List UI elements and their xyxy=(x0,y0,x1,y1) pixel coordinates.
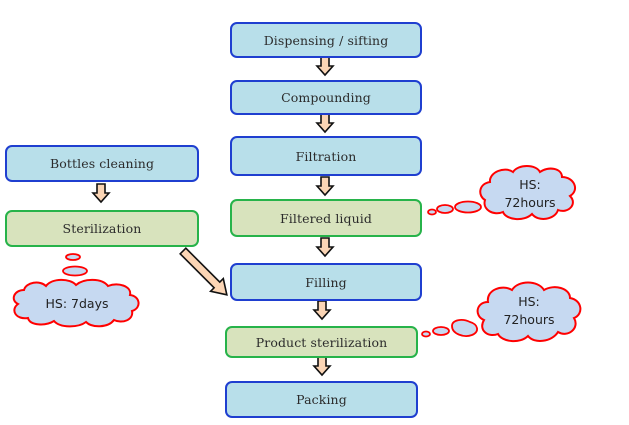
arrow-compounding-to-filtration xyxy=(316,113,334,133)
arrow-filling-to-product-sterilization xyxy=(313,300,331,320)
step-label: Filtered liquid xyxy=(280,210,372,226)
step-label: Bottles cleaning xyxy=(49,156,155,171)
callout-cloud-sterilization xyxy=(12,253,140,328)
arrow-bottles-cleaning-to-sterilization xyxy=(92,183,110,203)
callout-line: HS: xyxy=(519,177,541,192)
step-packing: Packing xyxy=(225,381,418,418)
step-filtration: Filtration xyxy=(230,136,422,176)
arrow-filtration-to-filtered-liquid xyxy=(316,176,334,196)
step-bottles-cleaning: Bottles cleaning xyxy=(5,145,199,182)
callout-cloud-product-sterilization xyxy=(421,281,582,342)
step-label: Dispensing / sifting xyxy=(263,32,389,48)
step-label: Filtration xyxy=(295,148,357,164)
step-label: Compounding xyxy=(281,90,371,105)
callout-cloud-filtered-liquid xyxy=(427,165,577,220)
callout-line: 72hours xyxy=(503,312,555,327)
arrow-dispensing-to-compounding xyxy=(316,56,334,76)
step-label: Sterilization xyxy=(62,221,142,236)
callout-line: HS: xyxy=(518,294,540,309)
step-label: Packing xyxy=(296,392,347,407)
step-filtered-liquid: Filtered liquid xyxy=(230,199,422,237)
step-dispensing-sifting: Dispensing / sifting xyxy=(230,22,422,58)
arrow-sterilization-to-filling xyxy=(179,247,228,296)
arrow-filtered-liquid-to-filling xyxy=(316,237,334,257)
step-compounding: Compounding xyxy=(230,80,422,115)
step-filling: Filling xyxy=(230,263,422,301)
callout-line: HS: 7days xyxy=(45,296,109,311)
callout-text-filtered-liquid: HS: 72hours xyxy=(490,176,570,212)
arrow-product-sterilization-to-packing xyxy=(313,356,331,376)
step-label: Filling xyxy=(305,274,347,290)
step-label: Product sterilization xyxy=(255,334,388,350)
step-sterilization: Sterilization xyxy=(5,210,199,247)
callout-text-sterilization: HS: 7days xyxy=(24,295,130,313)
step-product-sterilization: Product sterilization xyxy=(225,326,418,358)
callout-line: 72hours xyxy=(504,195,556,210)
callout-text-product-sterilization: HS: 72hours xyxy=(488,293,570,329)
